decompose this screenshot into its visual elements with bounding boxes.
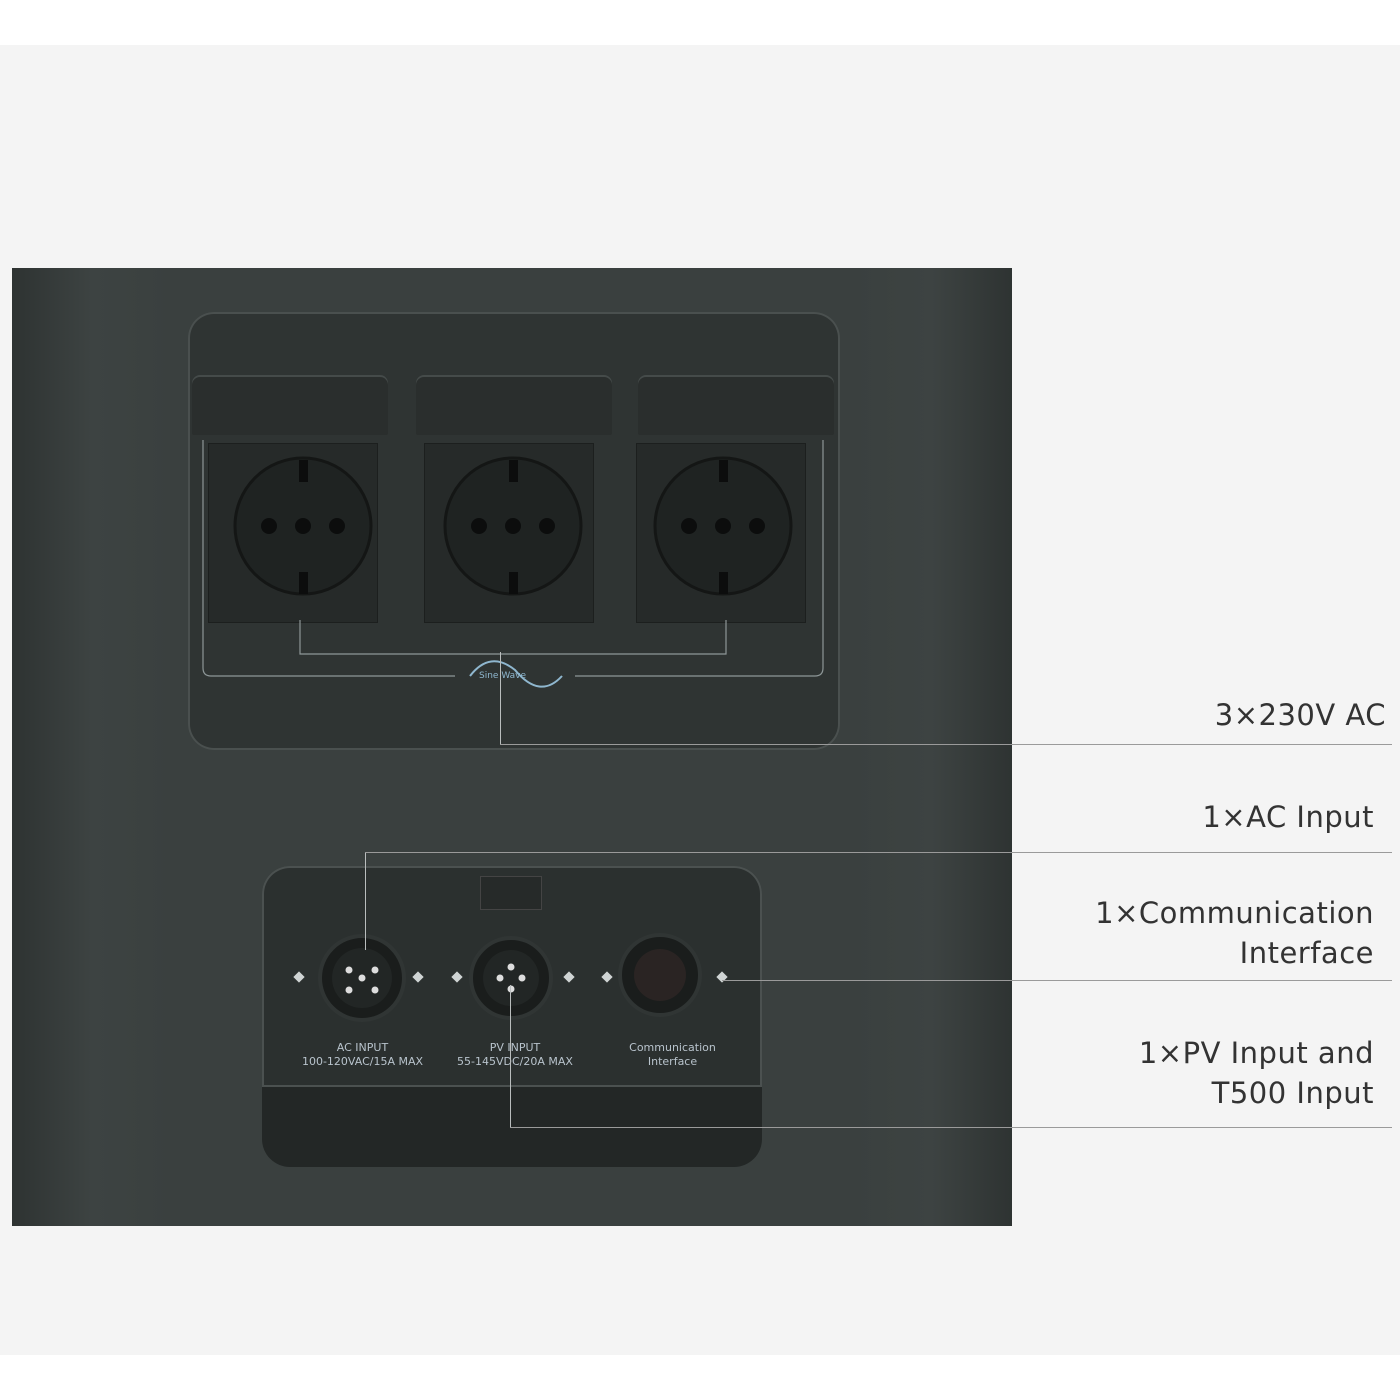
callout-communication-line1: 1×Communication <box>1095 896 1374 930</box>
pv-input-title: PV INPUT <box>489 1041 541 1054</box>
input-cover-flap <box>262 1085 762 1167</box>
panel-latch <box>480 876 542 910</box>
ac-input-title: AC INPUT <box>336 1041 389 1054</box>
callout-communication: 1×Communication Interface <box>1095 893 1374 973</box>
ac-input-label: AC INPUT 100-120VAC/15A MAX <box>285 1041 440 1069</box>
leader-line-comm <box>722 980 1392 981</box>
callout-pv-line2: T500 Input <box>1211 1076 1374 1110</box>
sine-wave-text: Sine Wave <box>479 671 527 681</box>
leader-line-acinput <box>365 852 1392 853</box>
ac-outlet-1 <box>208 443 378 623</box>
ac-outlet-2 <box>424 443 594 623</box>
communication-title: Communication <box>629 1041 716 1054</box>
top-band <box>0 0 1400 45</box>
callout-ac-outputs: 3×230V AC <box>1214 698 1386 732</box>
screw-markers <box>293 971 728 983</box>
leader-line-pv-vertical <box>510 985 511 1127</box>
leader-line-ac-vertical <box>500 652 501 744</box>
callout-pv-line1: 1×PV Input and <box>1138 1036 1374 1070</box>
callout-ac-input: 1×AC Input <box>1202 800 1374 834</box>
sine-wave-logo: Sine Wave <box>455 660 575 690</box>
outlet-cover-3 <box>638 375 834 435</box>
pv-input-spec: 55-145VDC/20A MAX <box>457 1055 573 1068</box>
callout-pv-input: 1×PV Input and T500 Input <box>1139 1033 1374 1113</box>
schuko-socket-icon <box>653 456 793 596</box>
ac-input-spec: 100-120VAC/15A MAX <box>301 1055 424 1068</box>
leader-line-pv <box>510 1127 1392 1128</box>
communication-port-icon <box>618 933 702 1017</box>
ac-outlet-3 <box>636 443 806 623</box>
outlet-cover-2 <box>416 375 612 435</box>
pv-input-label: PV INPUT 55-145VDC/20A MAX <box>440 1041 590 1069</box>
pv-input-port-icon <box>469 936 553 1020</box>
outlet-cover-1 <box>192 375 388 435</box>
leader-line-acinput-vertical <box>365 852 366 950</box>
ac-input-port-icon <box>318 934 406 1022</box>
schuko-socket-icon <box>233 456 373 596</box>
bottom-band <box>0 1355 1400 1400</box>
communication-label: Communication Interface <box>610 1041 735 1069</box>
leader-line-ac <box>500 744 1392 745</box>
callout-communication-line2: Interface <box>1239 936 1374 970</box>
communication-subtitle: Interface <box>647 1055 698 1068</box>
schuko-socket-icon <box>443 456 583 596</box>
